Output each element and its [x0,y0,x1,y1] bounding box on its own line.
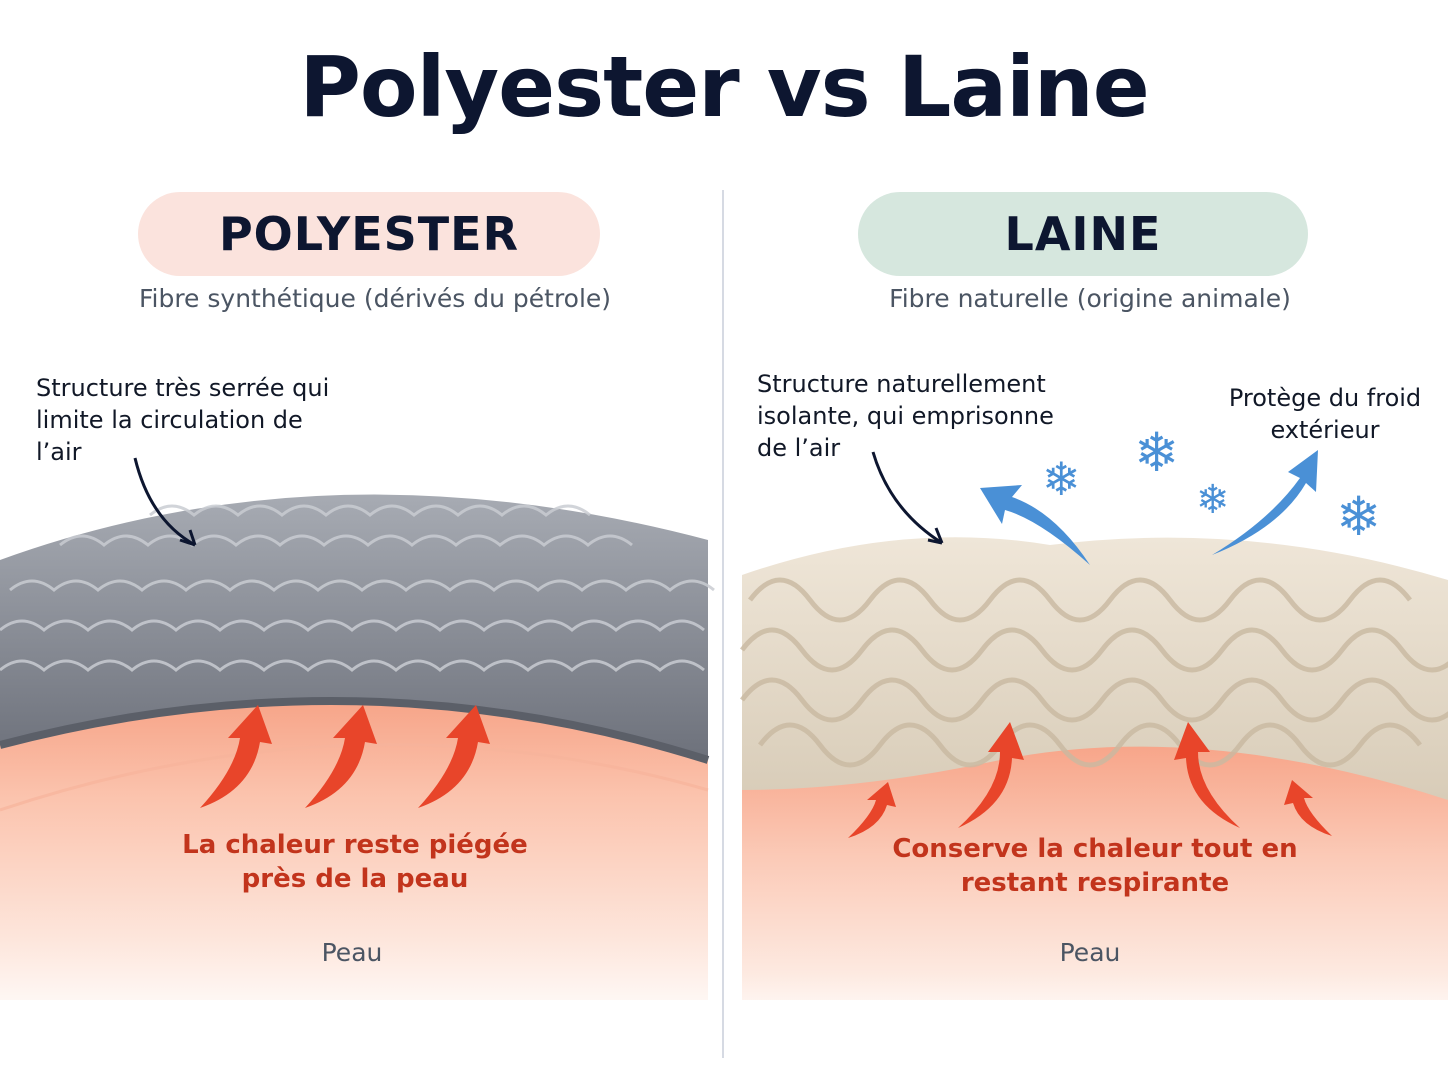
pointer-arrow-icon [871,451,943,545]
heat-arrow-icon [848,722,1332,838]
wool-fabric [742,537,1448,800]
laine-label: LAINE [858,192,1308,276]
snowflake-icon: ❄ [1196,477,1230,523]
skin-label-right: Peau [1059,938,1121,967]
polyester-label: POLYESTER [138,192,600,276]
page-title: Polyester vs Laine [299,38,1149,136]
polyester-annotation: Structure très serrée qui limite la circ… [36,374,330,466]
skin-label-left: Peau [321,938,383,967]
snowflake-icon: ❄ [1042,452,1081,506]
polyester-knit-loops [0,504,715,672]
polyester-heat-text: La chaleur reste piégée près de la peau [182,830,528,894]
cold-protection-text: Protège du froid extérieur [1228,384,1422,444]
skin-right [742,742,1448,1030]
polyester-edge [0,697,710,764]
wool-curls [740,577,1448,768]
snowflake-icon: ❄ [1134,421,1180,484]
laine-annotation: Structure naturellement isolante, qui em… [757,370,1054,462]
pointer-arrow-icon [133,457,196,547]
cold-arrow-icon [980,450,1318,565]
heat-arrow-icon [200,705,490,808]
snowflake-icon: ❄ [1336,485,1382,548]
polyester-subtitle: Fibre synthétique (dérivés du pétrole) [138,284,612,313]
center-divider [722,190,724,1058]
skin-left [0,669,708,1030]
laine-heat-text: Conserve la chaleur tout en restant resp… [892,834,1298,898]
laine-subtitle: Fibre naturelle (origine animale) [889,284,1291,313]
